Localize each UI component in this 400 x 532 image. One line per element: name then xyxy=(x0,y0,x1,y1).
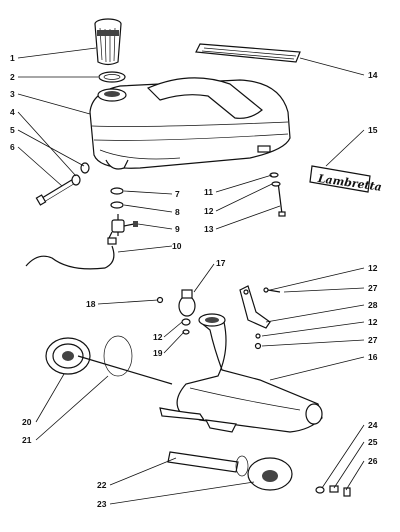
callout-12-tank: 12 xyxy=(204,206,214,216)
tank-bolt-part xyxy=(35,162,90,206)
callout-numbers: 1 2 3 4 5 6 7 8 9 10 11 12 13 14 15 12 2… xyxy=(10,53,378,509)
callout-27-top: 27 xyxy=(368,283,378,293)
callout-1: 1 xyxy=(10,53,15,63)
callout-15: 15 xyxy=(368,125,378,135)
filler-washer-part xyxy=(98,71,126,83)
silencer-bracket-part xyxy=(239,285,271,329)
tailpipe-part xyxy=(167,451,293,491)
callout-26: 26 xyxy=(368,456,378,466)
callout-21: 21 xyxy=(22,435,32,445)
callout-3: 3 xyxy=(10,89,15,99)
filler-strainer-part xyxy=(94,18,122,66)
callout-12-bracket-top: 12 xyxy=(368,263,378,273)
tank-strap-bolt-part xyxy=(269,172,286,217)
callout-27-bottom: 27 xyxy=(368,335,378,345)
callout-20: 20 xyxy=(22,417,32,427)
callout-11: 11 xyxy=(204,187,213,197)
callout-19: 19 xyxy=(153,348,163,358)
callout-10: 10 xyxy=(172,241,182,251)
callout-18: 18 xyxy=(86,299,96,309)
callout-5: 5 xyxy=(10,125,15,135)
small-fixings-part xyxy=(315,485,351,497)
callout-4: 4 xyxy=(10,107,15,117)
callout-12-bracket-bottom: 12 xyxy=(368,317,378,327)
callout-8: 8 xyxy=(175,207,180,217)
callout-28: 28 xyxy=(368,300,378,310)
callout-7: 7 xyxy=(175,189,180,199)
callout-16: 16 xyxy=(368,352,378,362)
bracket-bolts-part xyxy=(254,287,281,350)
fuel-tank-part xyxy=(89,77,291,170)
callout-2: 2 xyxy=(10,72,15,82)
tap-washers-part xyxy=(110,187,124,209)
callout-14: 14 xyxy=(368,70,378,80)
callout-23: 23 xyxy=(97,499,107,509)
tank-strip-part xyxy=(195,43,301,63)
silencer-part xyxy=(159,313,323,433)
callout-6: 6 xyxy=(10,142,15,152)
leader-lines xyxy=(17,47,365,505)
lambretta-badge-part: Lambretta xyxy=(309,165,383,194)
callout-22: 22 xyxy=(97,480,107,490)
callout-13: 13 xyxy=(204,224,214,234)
fuel-pipe-part xyxy=(25,245,115,270)
callout-24: 24 xyxy=(368,420,378,430)
exhaust-clamp-part xyxy=(156,289,196,335)
callout-25: 25 xyxy=(368,437,378,447)
callout-17: 17 xyxy=(216,258,226,268)
rear-lamp-part xyxy=(45,335,173,385)
callout-12-clamp: 12 xyxy=(153,332,163,342)
callout-9: 9 xyxy=(175,224,180,234)
fuel-tap-part xyxy=(107,214,138,245)
